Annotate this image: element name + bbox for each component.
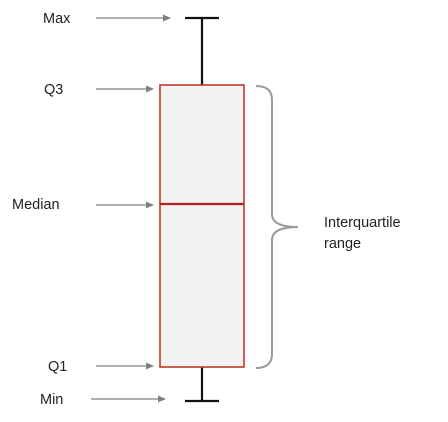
interquartile-brace <box>255 85 299 369</box>
min-label: Min <box>40 392 63 408</box>
max-label: Max <box>43 11 71 27</box>
iqr-label-line1: Interquartile <box>324 215 401 231</box>
interquartile-box <box>159 84 245 368</box>
q3-label: Q3 <box>44 82 63 98</box>
q1-label: Q1 <box>48 359 67 375</box>
iqr-label-line2: range <box>324 236 361 252</box>
median-label: Median <box>12 197 60 213</box>
